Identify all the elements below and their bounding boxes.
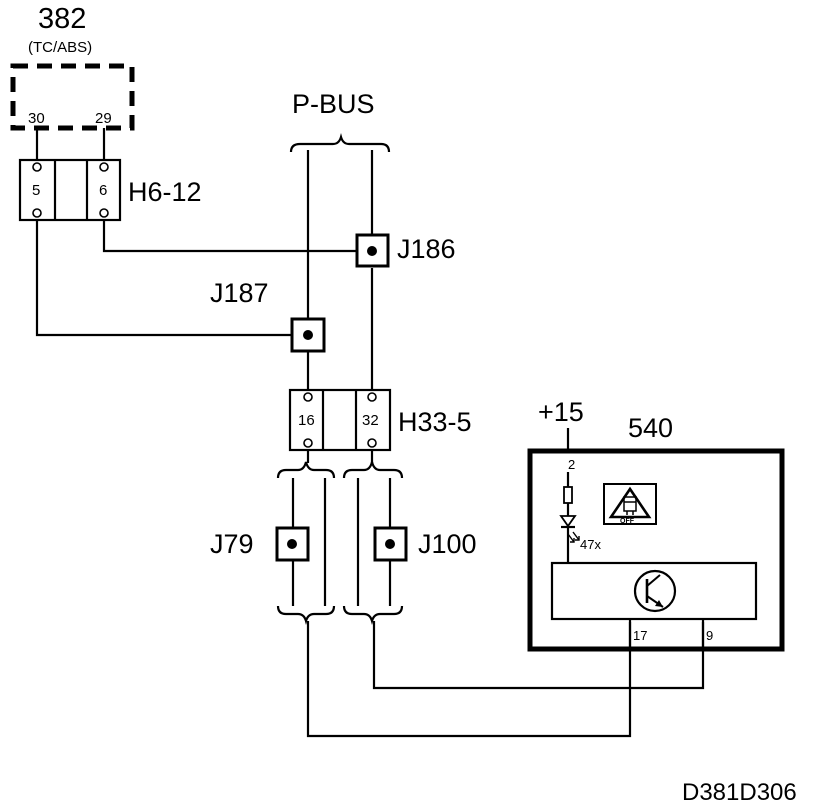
connector-h6-12-pin-5: 5 xyxy=(32,182,40,199)
resistor-icon xyxy=(563,486,573,504)
driver-block xyxy=(550,561,758,621)
ecu-382-number: 382 xyxy=(38,3,86,35)
module-540-number: 540 xyxy=(628,413,673,443)
splice-j187: J187 xyxy=(210,278,326,353)
splice-j79-label: J79 xyxy=(210,529,254,559)
brace-left-bottom xyxy=(276,605,336,625)
connector-h33-5: 16 32 H33-5 xyxy=(288,388,472,452)
connector-h33-5-pin-32: 32 xyxy=(362,412,379,429)
module-540-led-note: 47x xyxy=(580,537,601,552)
connector-h6-12-pin-6: 6 xyxy=(99,182,107,199)
ecu-382-pin-30: 30 xyxy=(28,110,45,127)
brace-right-top xyxy=(342,461,404,479)
ecu-382: 382 (TC/ABS) 30 29 xyxy=(10,3,135,131)
splice-j186-label: J186 xyxy=(397,234,456,264)
splice-j187-label: J187 xyxy=(210,278,269,308)
splice-j186: J186 xyxy=(355,233,456,268)
drawing-code: D381D306 xyxy=(682,779,797,806)
module-540-pin-9: 9 xyxy=(706,628,713,643)
wire-to-540-pin-9 xyxy=(372,621,705,690)
ecu-382-name: (TC/ABS) xyxy=(28,39,92,56)
connector-h33-5-pin-16: 16 xyxy=(298,412,315,429)
connector-h33-5-label: H33-5 xyxy=(398,407,472,437)
bus-label: P-BUS xyxy=(292,89,375,119)
wire-h6-6-to-j186 xyxy=(102,220,357,253)
ecu-382-box xyxy=(10,63,135,131)
ecu-382-pin-29: 29 xyxy=(95,110,112,127)
module-540: +15 540 2 47x OFF xyxy=(527,397,785,652)
module-540-supply: +15 xyxy=(538,397,584,427)
brace-left-top xyxy=(276,461,336,479)
module-540-body xyxy=(527,448,785,652)
splice-j100-label: J100 xyxy=(418,529,477,559)
tc-off-warning-icon: OFF xyxy=(603,483,657,525)
tc-off-icon-text: OFF xyxy=(620,518,635,525)
transistor-icon xyxy=(633,569,677,613)
module-540-pin-17: 17 xyxy=(633,628,647,643)
led-icon xyxy=(559,515,580,543)
connector-h6-12-label: H6-12 xyxy=(128,177,202,207)
splice-j79: J79 xyxy=(210,526,310,562)
wire-to-540-pin-17 xyxy=(306,621,632,738)
splice-j100: J100 xyxy=(373,526,477,562)
bus-brace xyxy=(289,133,391,153)
brace-right-bottom xyxy=(342,605,404,625)
module-540-pin-2: 2 xyxy=(568,457,575,472)
connector-h6-12: 5 6 H6-12 xyxy=(18,158,202,222)
wire-h6-5-to-j187 xyxy=(35,220,292,337)
